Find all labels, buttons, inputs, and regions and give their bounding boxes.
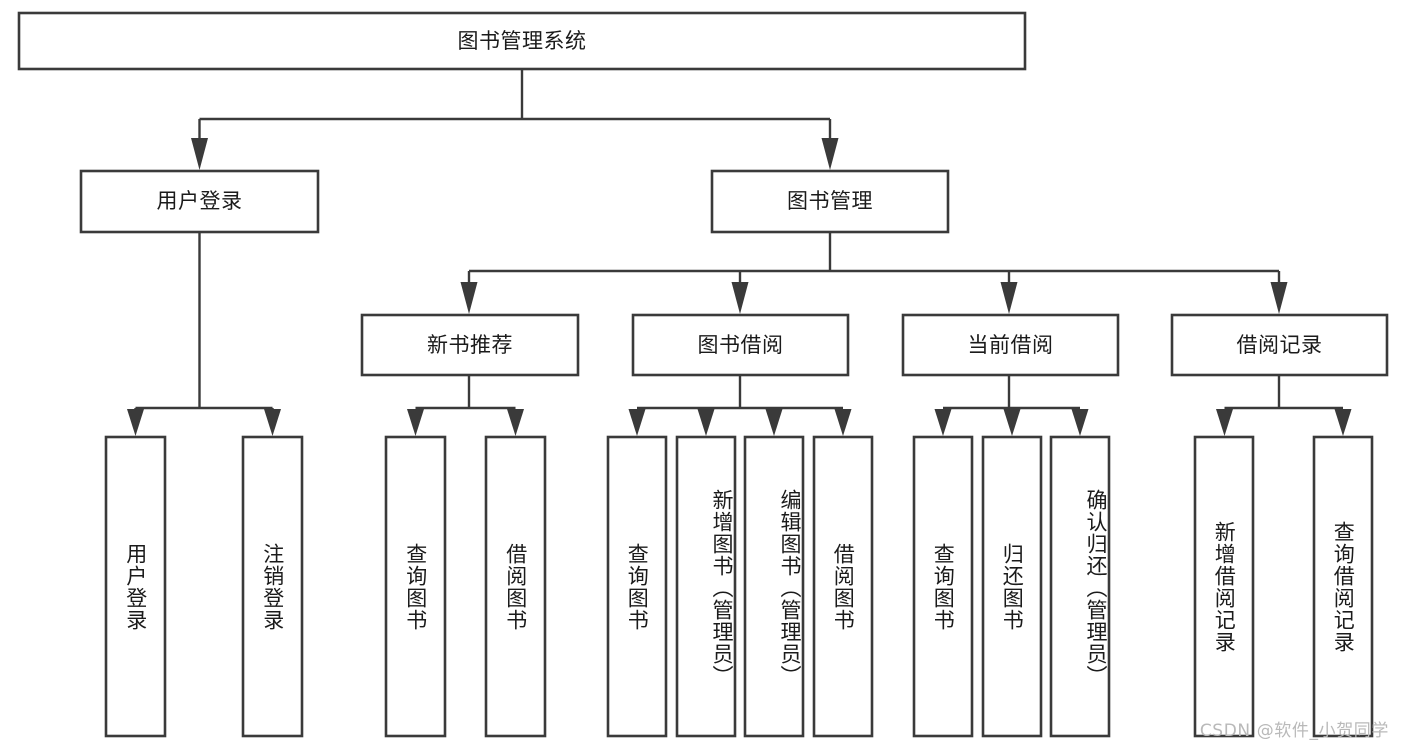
arrow-head-current-borrow (1000, 282, 1018, 314)
node-box-book-borrow[interactable] (631, 313, 850, 377)
arrow-head-borrow-record (1270, 282, 1288, 314)
node-box-leaf-user-logout[interactable] (241, 435, 304, 738)
node-box-leaf-confirm-return[interactable] (1049, 435, 1111, 738)
arrow-head-leaf-borrow-book-1 (507, 409, 524, 436)
node-box-new-book-recommend[interactable] (360, 313, 580, 377)
node-box-user-login[interactable] (79, 169, 320, 234)
arrow-head-leaf-query-record (1334, 409, 1352, 436)
watermark-text: CSDN @软件_小贺同学 (1199, 721, 1389, 741)
arrow-head-user-login (191, 138, 208, 170)
node-box-leaf-borrow-book-1[interactable] (484, 435, 547, 738)
arrow-head-new-book-recommend (460, 282, 478, 314)
node-box-book-manage[interactable] (710, 169, 950, 234)
arrow-head-leaf-query-book-2 (628, 409, 646, 436)
arrow-head-leaf-user-login (127, 409, 144, 436)
arrow-head-leaf-query-book-1 (407, 409, 424, 436)
node-box-leaf-edit-book[interactable] (743, 435, 805, 738)
node-box-leaf-query-record[interactable] (1312, 435, 1374, 738)
arrow-head-leaf-confirm-return (1071, 409, 1089, 436)
node-box-leaf-borrow-book-2[interactable] (812, 435, 874, 738)
node-box-leaf-query-book-3[interactable] (912, 435, 974, 738)
arrow-head-leaf-borrow-book-2 (834, 409, 852, 436)
arrow-head-leaf-user-logout (264, 409, 281, 436)
node-box-leaf-query-book-1[interactable] (384, 435, 447, 738)
node-box-leaf-return-book[interactable] (981, 435, 1043, 738)
arrow-head-leaf-query-book-3 (934, 409, 952, 436)
arrow-head-book-borrow (731, 282, 749, 314)
arrow-head-leaf-edit-book (765, 409, 783, 436)
arrow-head-leaf-add-book (697, 409, 715, 436)
arrow-head-book-manage (821, 138, 839, 170)
node-box-leaf-user-login[interactable] (104, 435, 167, 738)
arrow-head-leaf-add-record (1216, 409, 1233, 436)
node-box-leaf-add-book[interactable] (675, 435, 737, 738)
node-box-borrow-record[interactable] (1170, 313, 1389, 377)
arrow-head-leaf-return-book (1003, 409, 1021, 436)
node-box-leaf-query-book-2[interactable] (606, 435, 668, 738)
node-box-current-borrow[interactable] (901, 313, 1120, 377)
node-box-leaf-add-record[interactable] (1193, 435, 1255, 738)
node-box-root[interactable] (17, 11, 1027, 71)
